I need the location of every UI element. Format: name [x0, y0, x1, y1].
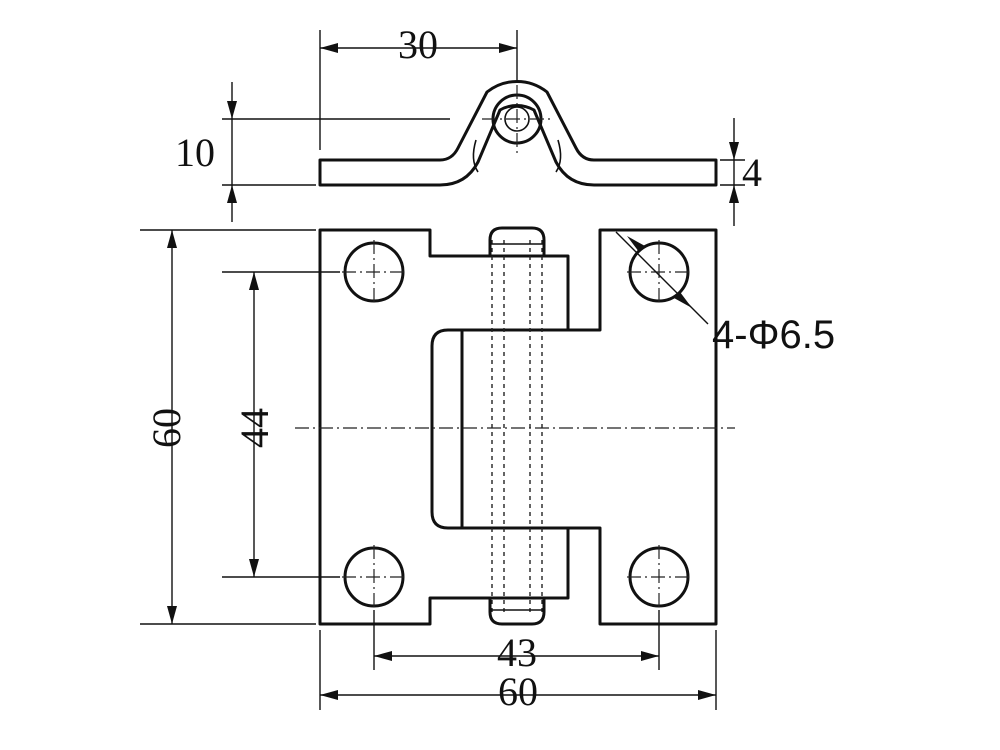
pin-top-end	[488, 226, 546, 258]
dimension-hole-pitch-vertical-label: 44	[232, 408, 277, 448]
mounting-hole-bottom-left	[342, 545, 406, 609]
dimension-total-height-label: 60	[144, 408, 189, 448]
top-view-profile	[318, 79, 718, 187]
dimension-total-height: 60	[140, 229, 316, 625]
mounting-hole-top-right	[627, 240, 691, 304]
mounting-hole-top-left	[342, 240, 406, 304]
front-view	[295, 226, 735, 626]
dimension-total-width: 60	[319, 630, 717, 714]
holes-callout: 4-Φ6.5	[615, 231, 835, 357]
dimension-thickness-label: 4	[742, 150, 762, 195]
dimension-top-width: 30	[319, 22, 518, 150]
pin-bottom-end	[488, 596, 546, 626]
dimension-hole-pitch-horizontal: 43	[373, 610, 660, 675]
top-view	[318, 79, 718, 187]
holes-callout-label: 4-Φ6.5	[712, 313, 835, 357]
dimension-top-height-label: 10	[175, 130, 215, 175]
mounting-hole-bottom-right	[627, 545, 691, 609]
hinge-plate-outline	[318, 228, 718, 626]
inner-leaf-recess	[430, 328, 570, 530]
dimension-hole-pitch-vertical: 44	[222, 271, 340, 578]
dimension-thickness: 4	[720, 118, 762, 226]
dimension-hole-pitch-horizontal-label: 43	[497, 630, 537, 675]
dimension-top-height: 10	[175, 82, 450, 222]
dimension-total-width-label: 60	[498, 669, 538, 714]
pin-inner	[504, 106, 530, 132]
dimension-top-width-label: 30	[398, 22, 438, 67]
